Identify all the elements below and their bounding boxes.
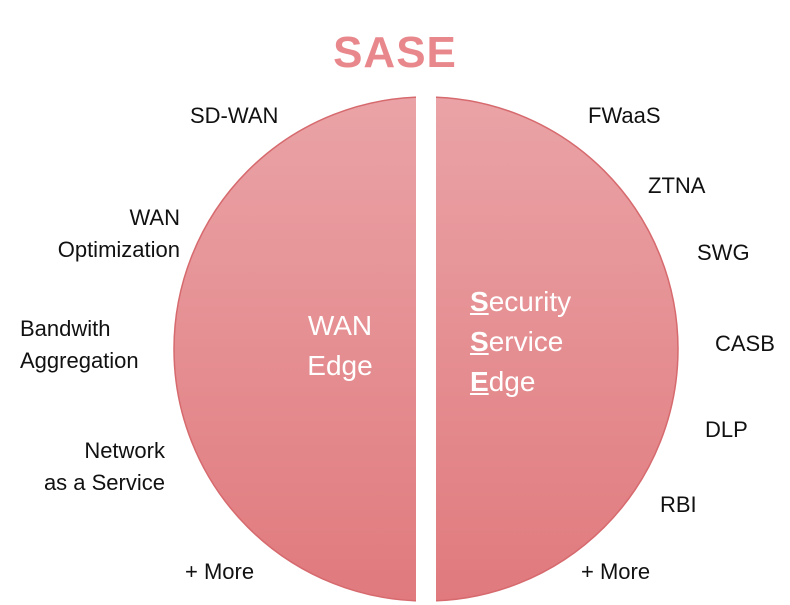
feature-wan-optimization-line1: WAN: [129, 205, 180, 230]
wan-edge-line2: Edge: [307, 350, 373, 381]
feature-fwaas: FWaaS: [588, 103, 661, 128]
wan-edge-line1: WAN: [307, 310, 373, 341]
feature-network-as-a-service: Network as a Service: [44, 435, 165, 499]
feature-bandwidth-line1: Bandwith: [20, 316, 111, 341]
sse-security-rest: ecurity: [488, 286, 572, 317]
feature-casb: CASB: [715, 331, 775, 356]
feature-rbi: RBI: [660, 492, 697, 517]
sse-edge-rest: dge: [488, 366, 536, 397]
feature-swg: SWG: [697, 240, 750, 265]
feature-wan-optimization-line2: Optimization: [57, 237, 180, 262]
feature-sse-more: + More: [581, 559, 651, 584]
feature-ztna: ZTNA: [648, 173, 706, 198]
feature-bandwidth-aggregation: Bandwith Aggregation: [20, 313, 139, 377]
sse-edge: Edge: [470, 362, 571, 402]
feature-naas-line2: as a Service: [43, 470, 165, 495]
sse-security: Security: [470, 282, 571, 322]
feature-wan-optimization: WAN Optimization: [58, 202, 180, 266]
feature-bandwidth-line2: Aggregation: [20, 348, 139, 373]
feature-naas-line1: Network: [84, 438, 165, 463]
wan-edge-label: WAN Edge: [290, 306, 390, 386]
sse-label: Security Service Edge: [470, 282, 571, 402]
feature-sd-wan: SD-WAN: [190, 103, 279, 128]
feature-dlp: DLP: [705, 417, 748, 442]
sse-service: Service: [470, 322, 571, 362]
sse-security-initial: S: [470, 286, 489, 317]
feature-wan-more: + More: [185, 559, 255, 584]
sse-service-rest: ervice: [488, 326, 564, 357]
sse-edge-initial: E: [470, 366, 489, 397]
center-divider: [416, 95, 436, 605]
sse-service-initial: S: [470, 326, 489, 357]
diagram-title: SASE: [333, 28, 457, 77]
